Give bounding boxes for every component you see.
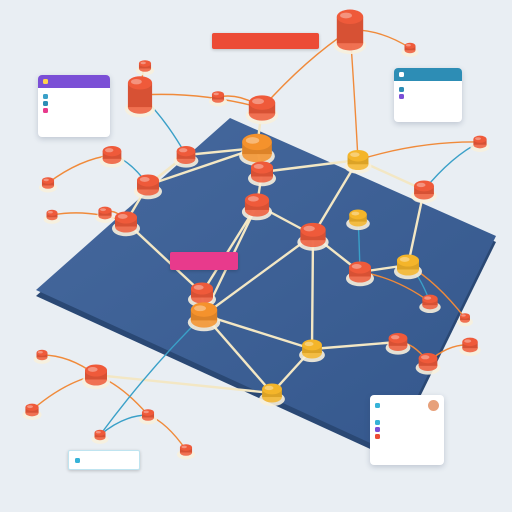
network-node (124, 76, 156, 118)
bullet-icon (375, 434, 380, 439)
network-node (43, 209, 61, 224)
network-node (187, 302, 221, 332)
network-node (176, 444, 196, 460)
network-node (333, 9, 367, 55)
network-node (138, 409, 158, 425)
bullet-icon (399, 87, 404, 92)
card-row (394, 86, 462, 93)
network-node (241, 193, 273, 221)
network-node (344, 149, 372, 174)
network-node (415, 353, 441, 375)
info-card-right (394, 68, 462, 122)
connection-line (357, 141, 481, 161)
network-node (401, 42, 419, 57)
card-row (38, 100, 110, 107)
network-node (135, 60, 155, 76)
network-node (208, 91, 228, 107)
network-node (411, 180, 437, 204)
center-tag (170, 252, 238, 270)
connection-line (139, 93, 263, 109)
network-node (173, 146, 199, 168)
link-icon (399, 72, 404, 77)
network-node (188, 282, 216, 308)
card-header (394, 68, 462, 81)
bullet-icon (375, 427, 380, 432)
avatar (428, 399, 439, 411)
card-row (370, 426, 444, 433)
bullet-icon (43, 101, 48, 106)
card-header (370, 395, 444, 415)
bullet-icon (43, 108, 48, 113)
node-icon (75, 457, 80, 463)
bullet-icon (399, 94, 404, 99)
info-card-bottom-right (370, 395, 444, 465)
network-node (245, 95, 279, 125)
network-node (297, 222, 329, 251)
bottom-tag (68, 450, 140, 470)
board-surface (36, 118, 496, 452)
network-node (239, 133, 275, 166)
bullet-icon (43, 94, 48, 99)
network-node (459, 337, 481, 357)
network-node (470, 135, 490, 152)
connection-line (94, 373, 274, 395)
card-row (370, 433, 444, 440)
network-node (394, 254, 422, 280)
network-node (419, 294, 441, 314)
network-node (457, 313, 473, 327)
network-node (346, 261, 374, 287)
card-row (394, 93, 462, 100)
network-node (82, 364, 110, 390)
info-card-left (38, 75, 110, 137)
network-node (299, 339, 325, 363)
network-node (259, 383, 285, 407)
network-node (33, 349, 51, 364)
network-node (385, 333, 411, 355)
user-icon (375, 402, 380, 408)
card-header (38, 75, 110, 88)
hub-icon (43, 79, 48, 84)
top-tag (212, 33, 319, 49)
network-node (91, 429, 109, 444)
network-node (22, 403, 42, 420)
bullet-icon (375, 420, 380, 425)
network-node (38, 177, 58, 193)
network-node (95, 206, 115, 223)
network-node (248, 161, 276, 187)
card-row (370, 419, 444, 426)
connection-line (310, 233, 315, 351)
network-node (134, 174, 162, 200)
network-node (112, 211, 140, 237)
card-row (38, 93, 110, 100)
card-row (38, 107, 110, 114)
network-node (99, 146, 125, 168)
network-node (346, 209, 370, 231)
